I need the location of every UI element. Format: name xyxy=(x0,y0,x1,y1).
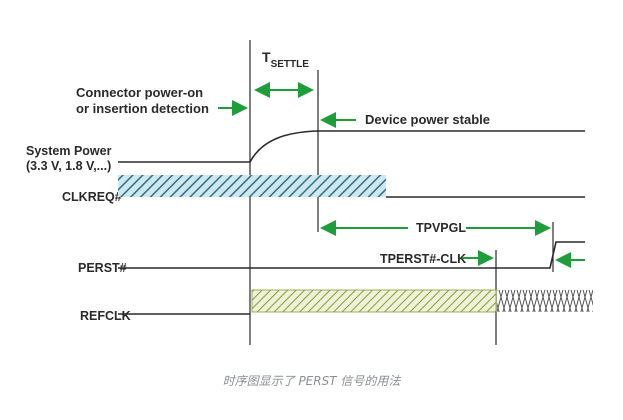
tperst-clk-label: TPERST#-CLK xyxy=(380,252,466,266)
refclk-hatched-block xyxy=(251,289,497,313)
perst-label: PERST# xyxy=(78,261,127,275)
system-power-label-line1: System Power xyxy=(26,144,112,158)
refclk-label: REFCLK xyxy=(80,309,131,323)
system-power-label-line2: (3.3 V, 1.8 V,...) xyxy=(26,159,111,173)
connector-label-line2: or insertion detection xyxy=(76,101,209,116)
system-power-waveform xyxy=(118,130,585,163)
device-stable-label: Device power stable xyxy=(365,112,490,127)
tpvpgl-label: TPVPGL xyxy=(416,221,466,235)
clkreq-hatched-block xyxy=(118,175,386,197)
perst-waveform xyxy=(118,241,585,269)
figure-caption: 时序图显示了 PERST 信号的用法 xyxy=(222,374,401,388)
timing-diagram-panel: TSETTLE Connector power-on or insertion … xyxy=(26,40,593,345)
clkreq-label: CLKREQ# xyxy=(62,190,122,204)
timing-diagram: TSETTLE Connector power-on or insertion … xyxy=(26,40,593,345)
connector-label-line1: Connector power-on xyxy=(76,85,203,100)
t-settle-label: TSETTLE xyxy=(262,49,309,70)
refclk-clock-pattern xyxy=(497,290,593,312)
